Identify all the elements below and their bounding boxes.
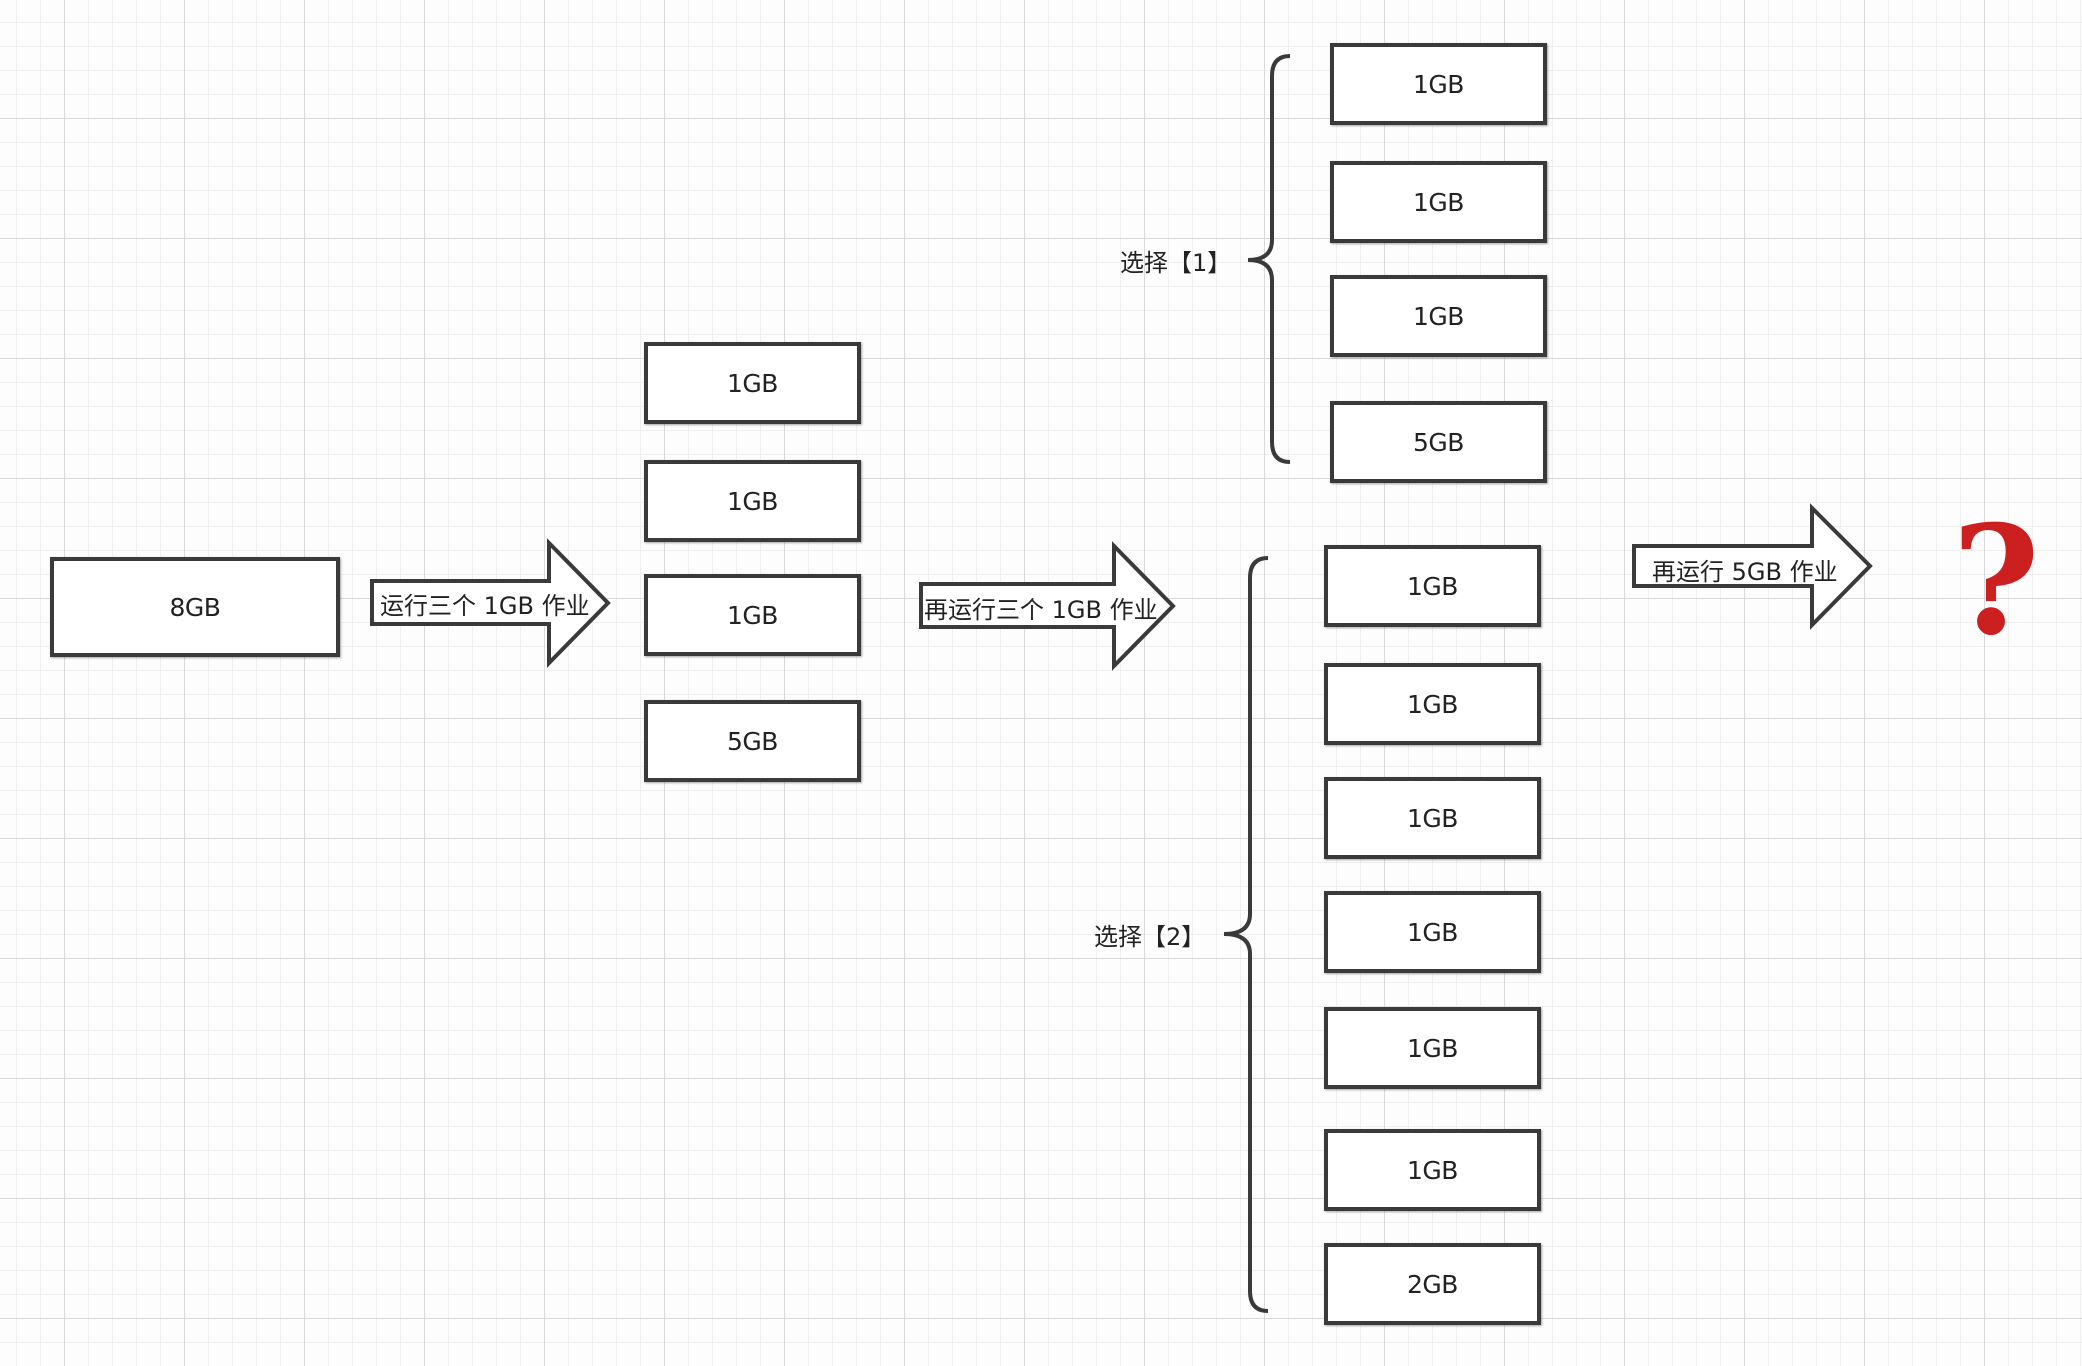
- memory-box-option2: 1GB: [1324, 1007, 1541, 1089]
- memory-box-option2: 1GB: [1324, 663, 1541, 745]
- memory-box-step1: 1GB: [644, 574, 861, 656]
- arrow-1-label: 运行三个 1GB 作业: [380, 592, 590, 620]
- memory-box-option2: 2GB: [1324, 1243, 1541, 1325]
- memory-box-option2: 1GB: [1324, 777, 1541, 859]
- memory-box-step1: 5GB: [644, 700, 861, 782]
- question-mark: ?: [1952, 493, 2040, 669]
- option-2-label: 选择【2】: [1094, 923, 1206, 951]
- arrow-2-label: 再运行三个 1GB 作业: [924, 596, 1158, 624]
- memory-box-option2: 1GB: [1324, 1129, 1541, 1211]
- memory-box-step1: 1GB: [644, 460, 861, 542]
- memory-box-initial: 8GB: [50, 557, 340, 657]
- option-1-label: 选择【1】: [1120, 249, 1232, 277]
- memory-box-option2: 1GB: [1324, 545, 1541, 627]
- brace-option-1: [1247, 54, 1291, 464]
- memory-box-option1: 1GB: [1330, 161, 1547, 243]
- memory-box-step1: 1GB: [644, 342, 861, 424]
- memory-box-option1: 1GB: [1330, 275, 1547, 357]
- memory-box-option1: 5GB: [1330, 401, 1547, 483]
- arrow-3-label: 再运行 5GB 作业: [1652, 558, 1838, 586]
- memory-box-option1: 1GB: [1330, 43, 1547, 125]
- memory-box-option2: 1GB: [1324, 891, 1541, 973]
- brace-option-2: [1223, 556, 1269, 1313]
